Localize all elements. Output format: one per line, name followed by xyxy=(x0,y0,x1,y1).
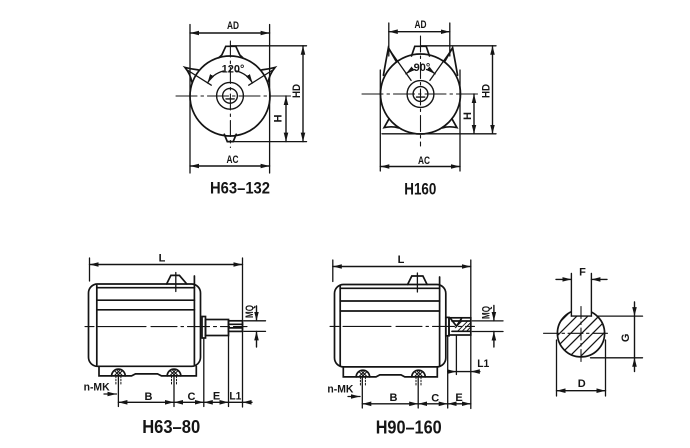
svg-text:F: F xyxy=(579,266,586,278)
svg-text:E: E xyxy=(213,391,220,403)
svg-text:C: C xyxy=(431,393,439,405)
svg-text:MQ: MQ xyxy=(244,305,256,318)
svg-text:H: H xyxy=(273,114,285,122)
svg-text:n-MK: n-MK xyxy=(84,382,110,394)
svg-text:HD: HD xyxy=(291,84,303,98)
svg-text:HD: HD xyxy=(481,84,493,98)
svg-text:AC: AC xyxy=(418,155,430,167)
svg-text:B: B xyxy=(390,392,398,404)
svg-text:H90–160: H90–160 xyxy=(376,417,442,438)
svg-text:H63–80: H63–80 xyxy=(142,416,200,437)
svg-text:D: D xyxy=(578,378,586,390)
svg-text:L1: L1 xyxy=(229,391,241,403)
svg-text:120°: 120° xyxy=(222,64,245,76)
svg-text:MQ: MQ xyxy=(480,306,492,319)
svg-text:n-MK: n-MK xyxy=(327,384,353,396)
svg-text:G: G xyxy=(620,334,632,343)
svg-text:C: C xyxy=(188,391,196,403)
svg-text:H63–132: H63–132 xyxy=(210,178,270,197)
svg-text:AC: AC xyxy=(227,154,239,166)
svg-text:AD: AD xyxy=(227,20,239,32)
svg-text:H160: H160 xyxy=(404,180,436,199)
svg-text:B: B xyxy=(145,391,153,403)
svg-text:E: E xyxy=(455,392,462,404)
svg-text:90°: 90° xyxy=(414,62,431,74)
svg-text:L: L xyxy=(398,254,405,266)
svg-text:L1: L1 xyxy=(477,358,489,370)
svg-text:AD: AD xyxy=(415,19,427,31)
svg-text:L: L xyxy=(159,253,166,265)
svg-text:H: H xyxy=(462,112,474,120)
